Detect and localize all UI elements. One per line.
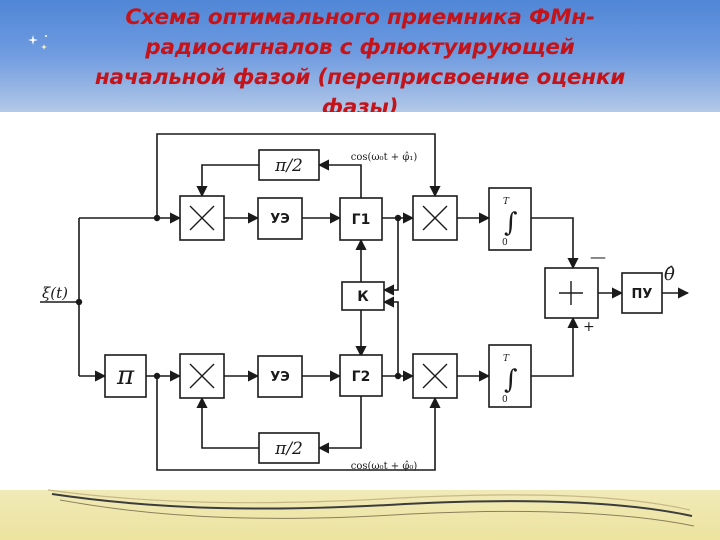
wire-top-bypass	[156, 133, 441, 218]
decorative-swoosh	[47, 489, 695, 527]
title-line-3: начальной фазой (переприсвоение оценки	[94, 65, 626, 90]
g1-generator-block	[339, 197, 383, 241]
plus-sign: +	[583, 319, 595, 335]
title-line-2: радиосигналов с флюктуирующей	[145, 35, 575, 60]
ue-label-bottom: УЭ	[270, 370, 290, 385]
junction-input	[75, 298, 83, 306]
decision-device-label: ПУ	[632, 287, 653, 302]
cos-label-bottom: cos(ω₀t + φ̂₀)	[351, 461, 418, 472]
integral-icon: ∫	[504, 365, 518, 395]
multiply-icon	[189, 205, 215, 231]
pi-half-block-bottom	[258, 432, 320, 464]
k-label: К	[357, 289, 369, 305]
slide-title: Схема оптимального приемника ФМн- радиос…	[0, 0, 720, 120]
integral-upper-limit-bottom: T	[503, 354, 510, 364]
junction-bottom	[153, 372, 161, 380]
pi-half-label-top: π/2	[274, 156, 303, 176]
pi-half-label-bottom: π/2	[274, 439, 303, 459]
g2-label: Г2	[352, 369, 371, 385]
integral-upper-limit-top: T	[503, 197, 510, 207]
output-label: θ̂	[664, 264, 675, 285]
wire-g1-k	[382, 218, 399, 296]
pi-half-block-top	[258, 149, 320, 181]
wire-g2-k	[382, 296, 399, 376]
junction-g2-out	[394, 372, 402, 380]
wire-g2-pihalf-bottom	[317, 396, 362, 454]
g1-label: Г1	[352, 212, 371, 228]
minus-sign: —	[590, 247, 606, 266]
junction-top	[153, 214, 161, 222]
k-control-block	[341, 281, 385, 311]
integral-lower-limit-top: 0	[502, 238, 508, 248]
g2-generator-block	[339, 354, 383, 397]
ue-label-top: УЭ	[270, 212, 290, 227]
wire-int-top-adder	[531, 217, 579, 270]
phase-shifter-block	[104, 354, 147, 398]
phase-shifter-label: π	[116, 361, 135, 391]
adder-plus-icon	[559, 281, 583, 305]
input-signal-label: ξ(t)	[42, 284, 68, 302]
wire-int-bottom-adder	[531, 316, 579, 377]
integrator-bottom	[488, 344, 532, 408]
wire-g1-pihalf-top	[317, 159, 362, 198]
wire-pihalf-mult-top	[196, 164, 259, 198]
decision-device-block	[621, 272, 663, 314]
title-line-1: Схема оптимального приемника ФМн-	[125, 5, 595, 30]
wire-pihalf-mult-bottom	[196, 396, 259, 449]
multiplier-top-1	[179, 195, 225, 241]
integral-icon: ∫	[504, 208, 518, 238]
integrator-top	[488, 187, 532, 251]
junction-g1-out	[394, 214, 402, 222]
integral-lower-limit-bottom: 0	[502, 395, 508, 405]
sparkle-icon	[28, 35, 47, 50]
block-diagram: ξ(t) π УЭ УЭ Г1 Г2 К π/2 π/2 cos(ω₀t + φ…	[0, 112, 720, 490]
cos-label-top: cos(ω₀t + φ̂₁)	[351, 152, 418, 163]
block-diagram-svg: ξ(t) π УЭ УЭ Г1 Г2 К π/2 π/2 cos(ω₀t + φ…	[40, 133, 690, 472]
ue-block-bottom	[257, 355, 303, 398]
multiply-icon	[189, 363, 215, 389]
multiply-icon	[422, 363, 448, 389]
ue-block-top	[257, 197, 303, 240]
wire-bottom-bypass	[156, 376, 441, 471]
multiply-icon	[422, 205, 448, 231]
